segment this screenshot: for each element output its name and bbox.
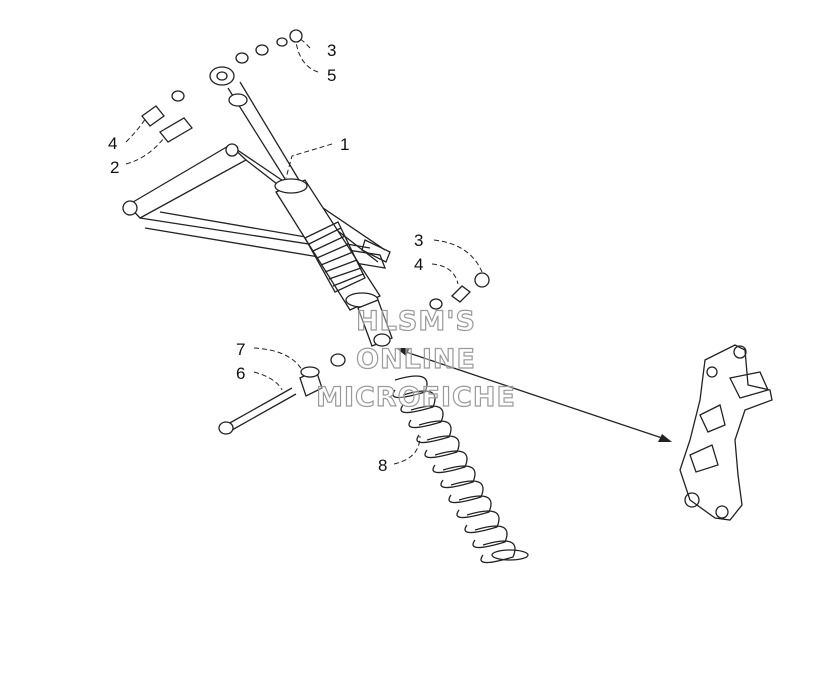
watermark: HLSM'S ONLINE MICROFICHE — [315, 305, 516, 413]
shock-absorber — [209, 66, 393, 347]
label-2: 2 — [110, 158, 119, 177]
upper-hardware — [141, 29, 303, 143]
watermark-line-2: ONLINE — [356, 344, 476, 375]
washer — [330, 353, 346, 367]
label-8: 8 — [378, 456, 387, 475]
label-4-upper: 4 — [108, 134, 117, 153]
label-6: 6 — [236, 364, 245, 383]
label-5: 5 — [327, 66, 336, 85]
part-labels: 3 5 4 2 1 3 4 7 6 8 — [108, 41, 423, 475]
label-3-lower: 3 — [414, 231, 423, 250]
shock-spring — [392, 375, 529, 564]
leader-lines — [125, 37, 483, 465]
watermark-line-3: MICROFICHE — [316, 382, 516, 413]
lower-hardware — [429, 272, 490, 310]
label-4-lower: 4 — [414, 255, 423, 274]
bushing — [299, 366, 323, 397]
assembly-arrow — [396, 348, 672, 442]
label-3-upper: 3 — [327, 41, 336, 60]
suspension-bracket — [679, 344, 773, 521]
label-1: 1 — [340, 135, 349, 154]
label-7: 7 — [236, 340, 245, 359]
long-bolt — [218, 387, 297, 435]
watermark-line-1: HLSM'S — [356, 306, 476, 337]
